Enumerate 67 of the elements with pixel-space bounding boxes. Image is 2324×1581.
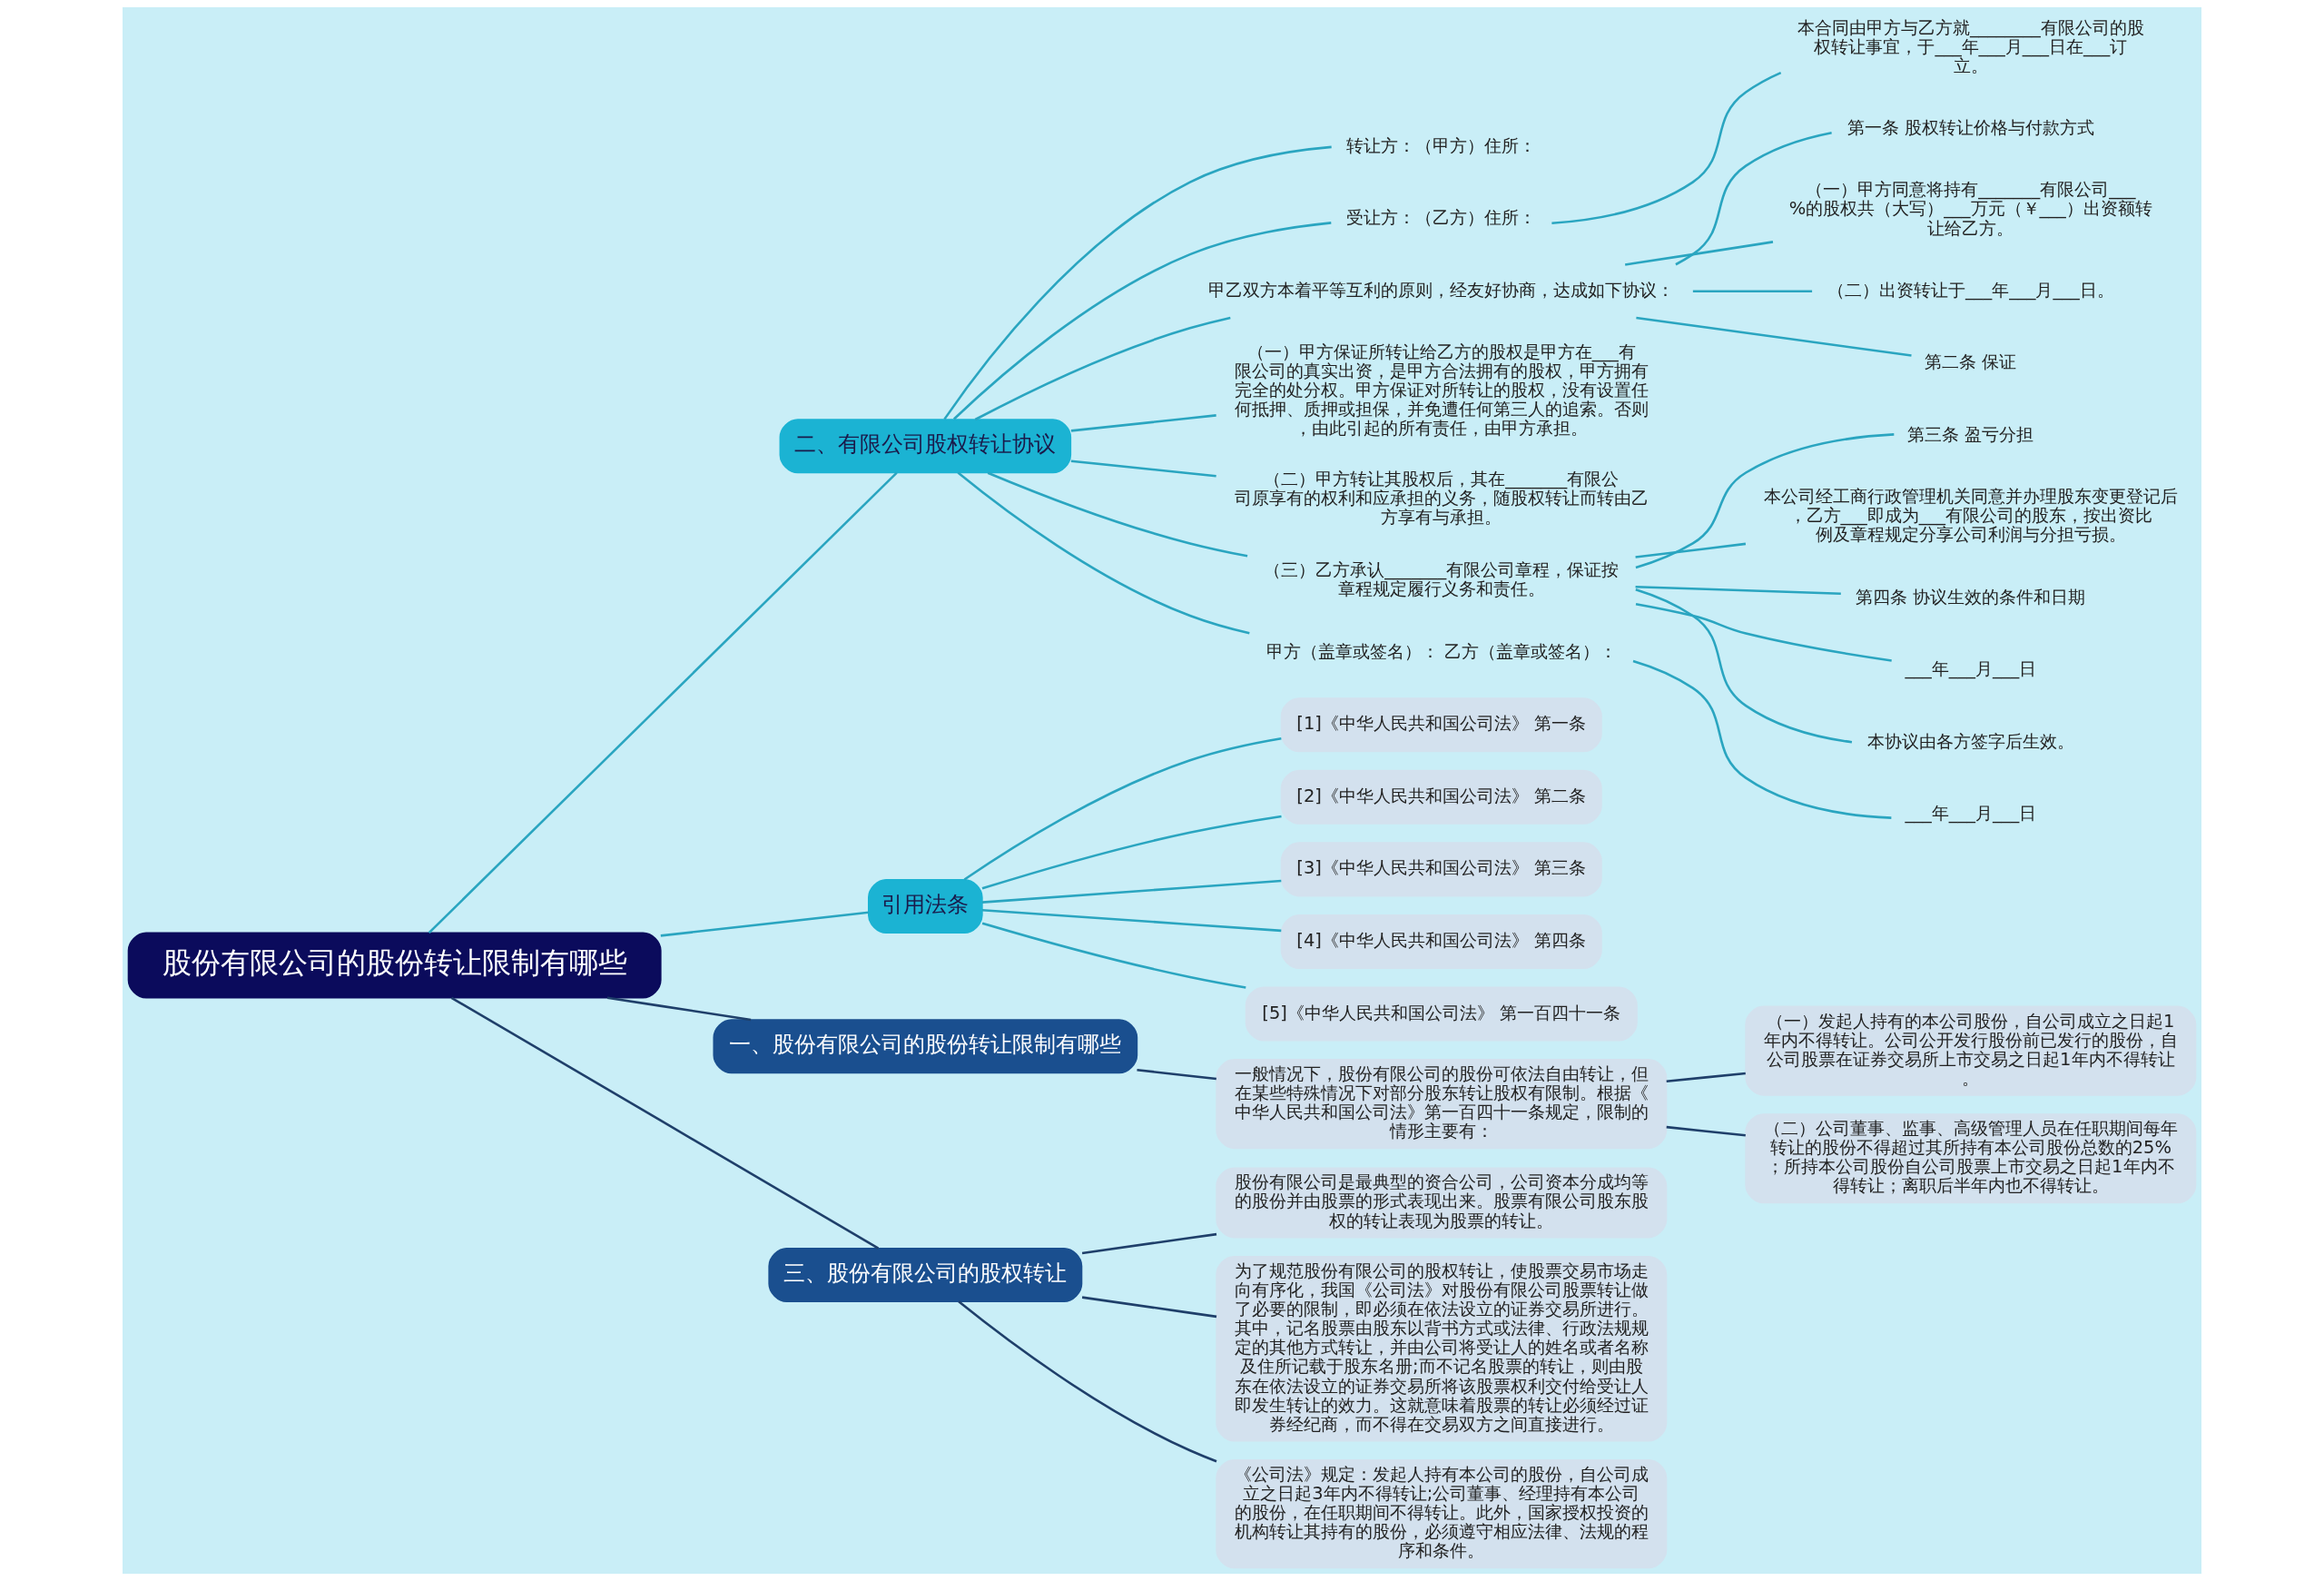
connector [606,996,752,1022]
node-box: [1]《中华人民共和国公司法》 第一条 [1280,697,1602,753]
connector [963,736,1282,881]
connector [1635,542,1747,558]
connector [943,145,1332,420]
node-box: 二、有限公司股权转让协议 [779,419,1072,474]
node-text: 第四条 协议生效的条件和日期 [1856,586,2086,608]
node-box: 股份有限公司是最典型的资合公司，公司资本分成均等的股份并由股票的形式表现出来。股票有限公司股东股权的转让表现为股票的转让。 [1216,1167,1668,1239]
node-text: （一）甲方同意将持有_______有限公司___%的股权共（大写）___万元（￥___）出资额转让给乙方。 [1788,179,2152,239]
connector [1635,585,1841,596]
connector [952,222,1332,420]
node-text: 第三条 盈亏分担 [1907,423,2034,445]
connector [981,879,1282,904]
connector [428,471,898,934]
connector [958,1300,1217,1463]
connector [974,316,1231,421]
connector [450,996,880,1250]
node-box: 《公司法》规定：发起人持有本公司的股份，自公司成立之日起3年内不得转让;公司董事、经理持有本公司的股份，在任职期间不得转让。此外，国家授权投资的机构转让其持有的股份，必须遵守相应法律、法规的程序和条件。 [1216,1459,1668,1569]
node-text: 甲方（盖章或签名）： 乙方（盖章或签名）： [1265,640,1617,662]
node-box: 为了规范股份有限公司的股权转让，使股票交易市场走向有序化，我国《公司法》对股份有限公司股票转让做了必要的限制，即必须在依法设立的证券交易所进行。其中，记名股票由股东以背书方式或法律、行政法规规定的其他方式转让，并由公司将受让人的姓名或者名称及住所记载于股东名册;而不记名股票的转让，则由股东在依法设立的证券交易所将该股票权利交付给受让人即发生转让的效力。这就意味着股票的转让必须经过证券经纪商，而不得在交易双方之间直接进行。 [1216,1255,1668,1442]
node-box: 一般情况下，股份有限公司的股份可依法自由转让，但在某些特殊情况下对部分股东转让股权有限制。根据《中华人民共和国公司法》第一百四十一条规定，限制的情形主要有： [1216,1059,1668,1150]
connector [1675,132,1832,266]
node-text: （一）甲方保证所转让给乙方的股权是甲方在___有限公司的真实出资，是甲方合法拥有的股权，甲方拥有完全的处分权。甲方保证对所转让的股权，没有设置任何抵押、质押或担保，并免遭任何第三人的追索。否则，由此引起的所有责任，由甲方承担。 [1234,341,1649,440]
node-text: 本公司经工商行政管理机关同意并办理股东变更登记后，乙方___即成为___有限公司的股东，按出资比例及章程规定分享公司利润与分担亏损。 [1763,486,2178,546]
node-box: [4]《中华人民共和国公司法》 第四条 [1280,914,1602,969]
connector [1070,459,1216,478]
node-text: ___年___月___日 [1905,658,2037,680]
node-box: 引用法条 [868,878,983,934]
connector [987,471,1248,558]
connector [1635,433,1895,569]
connector [957,471,1250,635]
connector [981,908,1282,933]
node-box: [5]《中华人民共和国公司法》 第一百四十一条 [1245,986,1638,1042]
node-text: 第一条 股权转让价格与付款方式 [1846,117,2094,139]
connector [1692,290,1813,293]
node-text: 本协议由各方签字后生效。 [1866,730,2074,752]
node-box: 三、股份有限公司的股权转让 [768,1248,1083,1303]
connector [981,922,1246,989]
connector [1666,1072,1746,1083]
node-text: 受让方：（乙方）住所： [1346,207,1537,229]
node-text: （二）出资转让于___年___月___日。 [1827,279,2114,301]
node-text: 甲乙双方本着平等互利的原则，经友好协商，达成如下协议： [1208,279,1675,301]
node-box: 一、股份有限公司的股份转让限制有哪些 [713,1019,1138,1074]
connector [1081,1232,1217,1255]
node-text: 本合同由甲方与乙方就________有限公司的股权转让事宜，于___年___月___日在___订立。 [1797,16,2144,76]
node-box: （一）发起人持有的本公司股份，自公司成立之日起1年内不得转让。公司公开发行股份前已发行的股份，自公司股票在证券交易所上市交易之日起1年内不得转让。 [1745,1005,2197,1096]
connector [981,815,1282,890]
node-text: （三）乙方承认_______有限公司章程，保证按章程规定履行义务和责任。 [1264,558,1620,599]
node-text: （二）甲方转让其股权后，其在_______有限公司原享有的权利和应承担的义务，随股权转让而转由乙方享有与承担。 [1234,468,1649,528]
connector [1666,1125,1746,1137]
connector [1070,414,1216,432]
connector [1635,602,1892,662]
connector [1636,316,1912,357]
node-box: 股份有限公司的股份转让限制有哪些 [127,932,662,999]
node-text: 第二条 保证 [1925,351,2017,373]
node-box: [2]《中华人民共和国公司法》 第二条 [1280,769,1602,825]
connector [1635,588,1853,744]
connector [1137,1068,1216,1081]
connector [1081,1296,1217,1319]
connector [1632,659,1892,819]
node-text: ___年___月___日 [1905,803,2037,825]
node-text: 转让方：（甲方）住所： [1346,134,1537,156]
connector [1551,71,1782,225]
connector [1624,241,1774,266]
node-box: （二）公司董事、监事、高级管理人员在任职期间每年转让的股份不得超过其所持有本公司股份总数的25%；所持本公司股份自公司股票上市交易之日起1年内不得转让；离职后半年内也不得转让。 [1745,1113,2197,1204]
connector [660,911,869,937]
node-box: [3]《中华人民共和国公司法》 第三条 [1280,842,1602,897]
